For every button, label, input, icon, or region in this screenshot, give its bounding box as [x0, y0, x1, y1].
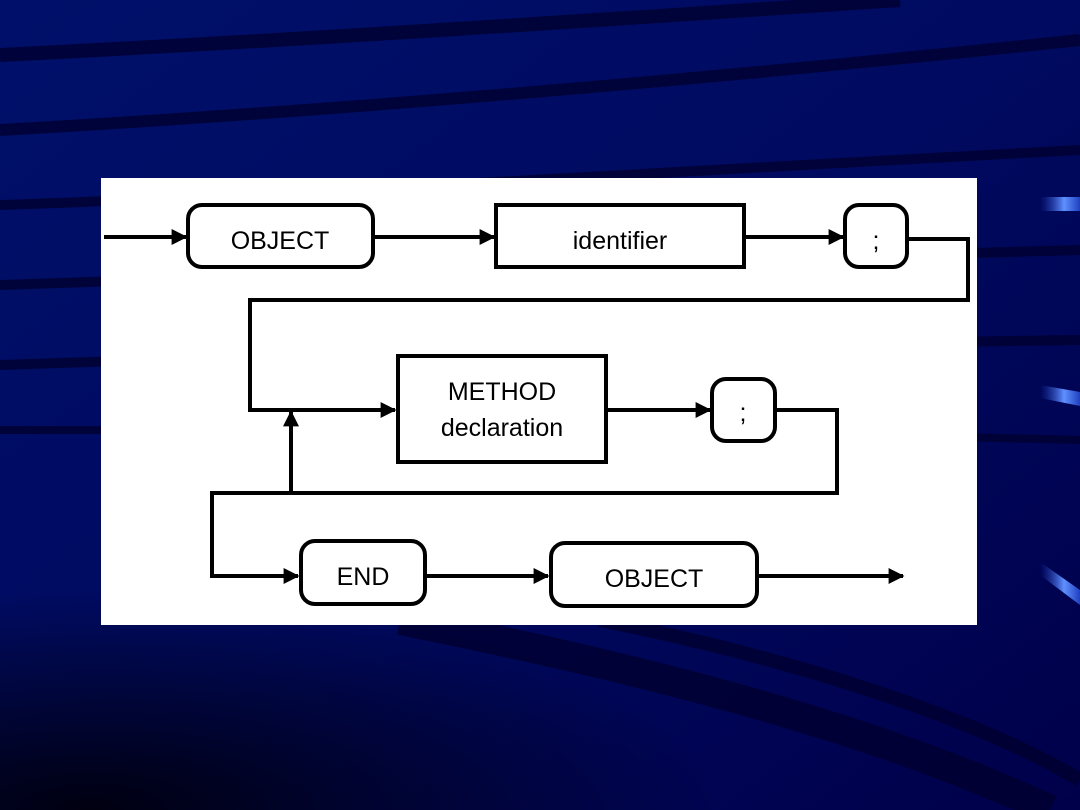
node-label: END [337, 563, 390, 591]
arrow-semicolon-to-method [248, 237, 970, 418]
node-object-start: OBJECT [186, 203, 375, 269]
node-label-line1: METHOD [448, 378, 556, 406]
node-method-declaration: METHOD declaration [396, 354, 608, 464]
node-identifier: identifier [494, 203, 746, 269]
node-label: OBJECT [231, 227, 330, 255]
node-object-end: OBJECT [549, 541, 759, 608]
node-label-line2: declaration [441, 414, 563, 442]
node-end: END [299, 539, 427, 606]
node-semicolon-1: ; [843, 203, 909, 269]
arrow-semicolon-to-end [210, 408, 839, 584]
background-glints [1040, 197, 1080, 605]
node-label: identifier [573, 227, 668, 255]
node-label: ; [873, 227, 880, 255]
node-label: OBJECT [605, 565, 704, 593]
connectors [104, 229, 970, 584]
node-semicolon-2: ; [710, 377, 777, 443]
node-label: ; [740, 399, 747, 427]
